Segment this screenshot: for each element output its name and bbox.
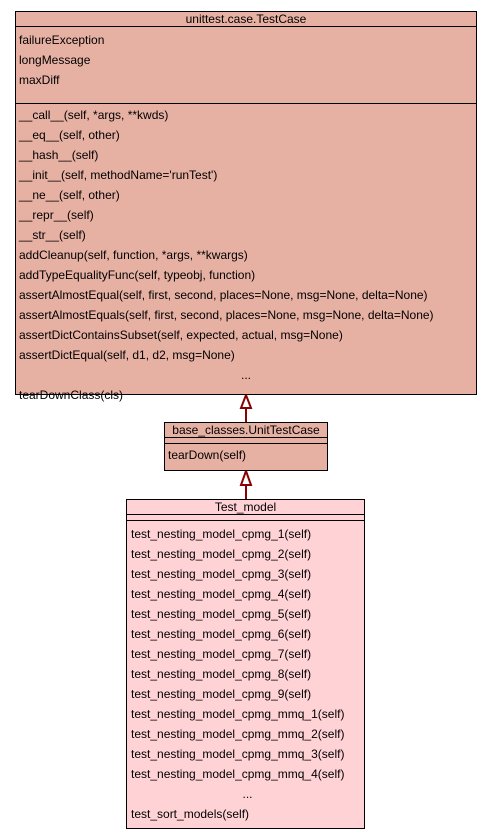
method-row: addTypeEqualityFunc(self, typeobj, funct… (19, 268, 256, 282)
edge-arrowhead-unittestcase (239, 468, 253, 486)
method-row: __ne__(self, other) (19, 188, 120, 202)
class-unittestcase-title: base_classes.UnitTestCase (165, 423, 327, 438)
method-row: test_nesting_model_cpmg_mmq_3(self) (131, 747, 345, 761)
class-testmodel[interactable]: Test_model test_nesting_model_cpmg_1(sel… (126, 499, 365, 829)
class-unittestcase[interactable]: base_classes.UnitTestCase tearDown(self) (164, 422, 328, 471)
class-testcase[interactable]: unittest.case.TestCase failureException … (15, 11, 477, 402)
class-testmodel-methods: test_nesting_model_cpmg_1(self) test_nes… (127, 521, 364, 824)
method-row: test_nesting_model_cpmg_mmq_2(self) (131, 727, 345, 741)
method-row: test_nesting_model_cpmg_5(self) (131, 607, 312, 621)
class-testcase-methods: __call__(self, *args, **kwds) __eq__(sel… (16, 104, 476, 405)
class-unittestcase-methods: tearDown(self) (165, 444, 327, 465)
method-ellipsis: ... (240, 368, 251, 382)
method-row: test_nesting_model_cpmg_2(self) (131, 547, 312, 561)
method-row: assertDictEqual(self, d1, d2, msg=None) (19, 348, 235, 362)
edge-arrowhead-testcase (239, 392, 253, 409)
method-row: test_nesting_model_cpmg_9(self) (131, 687, 312, 701)
method-row: __str__(self) (19, 228, 86, 242)
class-testcase-title: unittest.case.TestCase (16, 12, 476, 27)
class-testmodel-title: Test_model (127, 500, 364, 515)
method-row: tearDownClass(cls) (19, 388, 124, 402)
method-row: test_nesting_model_cpmg_mmq_4(self) (131, 767, 345, 781)
class-testcase-attributes: failureException longMessage maxDiff (16, 27, 476, 104)
method-row: test_nesting_model_cpmg_6(self) (131, 627, 312, 641)
method-row: assertDictContainsSubset(self, expected,… (19, 328, 343, 342)
method-row: test_nesting_model_cpmg_mmq_1(self) (131, 707, 345, 721)
method-ellipsis: ... (242, 787, 253, 801)
method-row: test_sort_models(self) (131, 807, 250, 821)
attribute-row: longMessage (19, 53, 91, 67)
method-row: assertAlmostEquals(self, first, second, … (19, 308, 434, 322)
method-row: addCleanup(self, function, *args, **kwar… (19, 248, 248, 262)
class-unittestcase-attributes (165, 438, 327, 444)
method-row: assertAlmostEqual(self, first, second, p… (19, 288, 428, 302)
attribute-row: failureException (19, 33, 105, 47)
method-row: test_nesting_model_cpmg_1(self) (131, 527, 312, 541)
method-row: __eq__(self, other) (19, 128, 120, 142)
method-row: __call__(self, *args, **kwds) (19, 108, 169, 122)
method-row: test_nesting_model_cpmg_3(self) (131, 567, 312, 581)
method-row: test_nesting_model_cpmg_7(self) (131, 647, 312, 661)
class-testmodel-attributes (127, 515, 364, 521)
method-row: test_nesting_model_cpmg_8(self) (131, 667, 312, 681)
method-row: __init__(self, methodName='runTest') (19, 168, 218, 182)
method-row: __hash__(self) (19, 148, 99, 162)
attribute-row: maxDiff (19, 73, 60, 87)
method-row: test_nesting_model_cpmg_4(self) (131, 587, 312, 601)
method-row: __repr__(self) (19, 208, 94, 222)
method-row: tearDown(self) (168, 448, 247, 462)
